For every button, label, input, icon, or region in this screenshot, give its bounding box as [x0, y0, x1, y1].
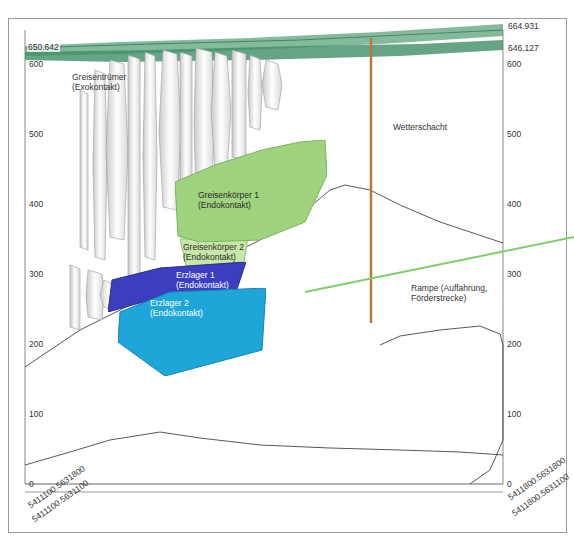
greisen-vein	[143, 52, 157, 260]
axis-tick: 200	[507, 339, 521, 349]
axis-left	[25, 30, 26, 484]
shaft-label: Wetterschacht	[392, 122, 448, 132]
ore-body: Erzlager 2 (Endokontakt)	[118, 288, 266, 376]
ore-body-outline	[118, 288, 266, 376]
section-line	[380, 326, 503, 484]
ore-body-label: Greisenkörper 2 (Endokontakt)	[183, 242, 253, 262]
axis-tick: 200	[29, 339, 43, 349]
axis-bottom	[25, 492, 503, 493]
ramp-label: Rampe (Auffahrung, Förderstrecke)	[410, 283, 498, 303]
axis-tick: 600	[29, 59, 43, 69]
axis-tick: 100	[507, 409, 521, 419]
ore-body: Greisenkörper 1 (Endokontakt)	[175, 140, 327, 242]
elevation-value: 650.642	[27, 42, 60, 52]
greisen-vein	[248, 55, 262, 130]
axis-tick: 300	[507, 269, 521, 279]
greisen-vein	[232, 50, 246, 160]
axis-tick: 300	[29, 269, 43, 279]
axis-tick: 400	[29, 199, 43, 209]
ore-body-label: Erzlager 1 (Endokontakt)	[176, 270, 240, 290]
greisen-vein	[93, 70, 107, 260]
greisen-vein	[180, 52, 192, 185]
frame	[9, 19, 567, 533]
axis-tick: 500	[507, 129, 521, 139]
greisen-vein	[80, 90, 88, 250]
terrain-surface	[25, 40, 503, 62]
ore-body-label: Greisenkörper 1 (Endokontakt)	[198, 190, 288, 210]
ore-body-label: Erzlager 2 (Endokontakt)	[150, 298, 214, 318]
zone-label: Greisentrümer (Exokontakt)	[72, 72, 138, 92]
axis-tick: 100	[29, 409, 43, 419]
ore-body-shape	[118, 288, 266, 376]
axis-tick: 500	[29, 129, 43, 139]
elevation-value: 664.931	[508, 21, 539, 31]
axis-tick: 400	[507, 199, 521, 209]
ore-body: Greisenkörper 2 (Endokontakt)	[180, 238, 248, 266]
greisen-vein	[70, 265, 80, 330]
greisen-vein	[211, 52, 231, 170]
ventilation-shaft	[370, 38, 373, 323]
greisen-vein	[128, 55, 140, 300]
axis-tick: 0	[29, 479, 34, 489]
terrain-line	[25, 30, 503, 48]
axis-tick: 600	[507, 59, 521, 69]
elevation-value: 646.127	[508, 43, 539, 53]
ore-body-shape	[175, 140, 327, 242]
section-line	[25, 432, 503, 465]
axis-bottom	[25, 484, 503, 485]
greisen-vein	[262, 60, 282, 110]
axis-tick: 0	[507, 479, 512, 489]
